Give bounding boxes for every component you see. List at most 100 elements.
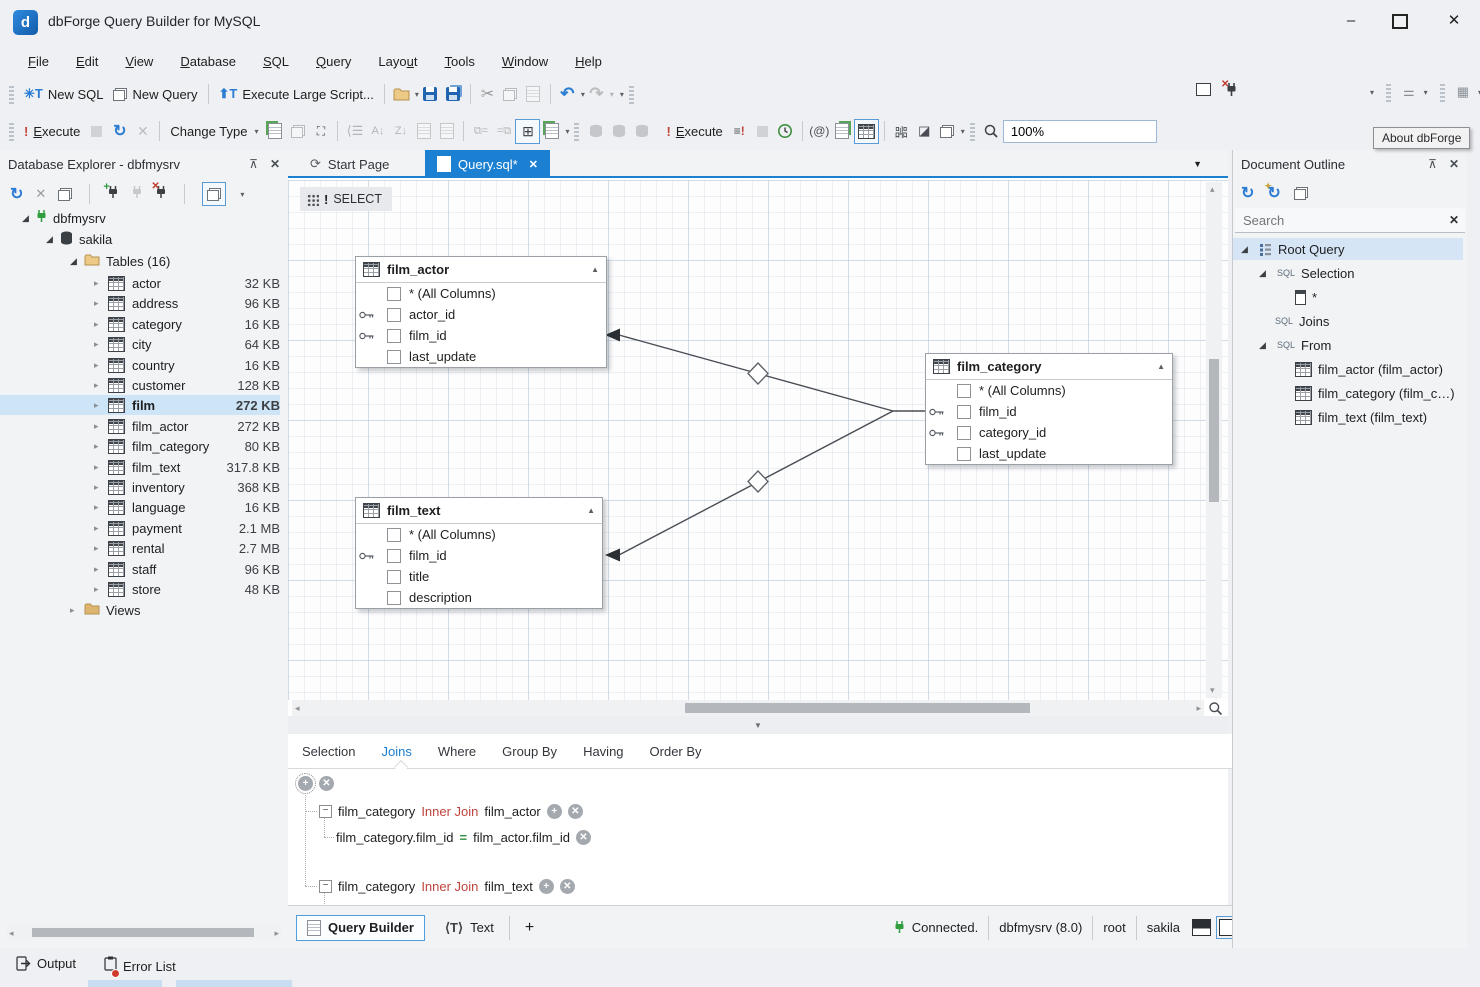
theme-toggle-icon[interactable]: [1192, 919, 1211, 936]
disconnect-icon[interactable]: ✕: [1221, 79, 1238, 102]
explorer-overflow[interactable]: ▾: [240, 189, 245, 199]
tree-views-folder[interactable]: ▸ Views: [70, 602, 141, 618]
unlink-button[interactable]: =⧉: [496, 124, 512, 137]
overflow-chevron[interactable]: ▾: [960, 126, 965, 136]
link-button[interactable]: ⧉=: [473, 124, 489, 137]
results-pane-button[interactable]: [286, 120, 309, 143]
tree-server[interactable]: ◢ dbfmysrv: [22, 210, 106, 226]
column-checkbox[interactable]: [387, 307, 401, 322]
windows-icon[interactable]: [1293, 186, 1308, 200]
history-button[interactable]: [774, 120, 797, 143]
undo-button[interactable]: ↶: [556, 83, 579, 106]
stop-button[interactable]: [85, 120, 108, 143]
overflow-chevron[interactable]: ▾: [565, 126, 570, 136]
tab-where[interactable]: Where: [437, 743, 477, 759]
column-row[interactable]: description: [356, 587, 602, 608]
column-row[interactable]: last_update: [356, 346, 606, 367]
diagram-table-film-actor[interactable]: film_actor▲ * (All Columns) actor_id fil…: [355, 256, 607, 368]
outline-from-item[interactable]: film_category (film_c…): [1233, 382, 1455, 404]
add-table-button[interactable]: [853, 118, 879, 144]
column-checkbox[interactable]: [957, 425, 971, 440]
remove-join-button[interactable]: ✕: [319, 776, 334, 791]
connect-icon[interactable]: [131, 185, 143, 204]
undo-dropdown[interactable]: ▾: [580, 89, 585, 99]
diagram-table-film-category[interactable]: film_category▲ * (All Columns) film_id c…: [925, 353, 1173, 465]
column-checkbox[interactable]: [387, 590, 401, 605]
remove-join-button[interactable]: ✕: [559, 879, 575, 894]
status-server[interactable]: dbfmysrv (8.0): [999, 920, 1083, 935]
overflow-chevron[interactable]: ▾: [1477, 87, 1480, 97]
show-options-button[interactable]: [202, 182, 227, 206]
column-row[interactable]: actor_id: [356, 304, 606, 325]
tab-having[interactable]: Having: [583, 743, 624, 759]
column-checkbox[interactable]: [387, 286, 401, 301]
scroll-left-arrow[interactable]: ◂: [9, 928, 14, 938]
scroll-right-arrow[interactable]: ▸: [274, 928, 279, 938]
delete-icon[interactable]: ✕: [35, 186, 47, 201]
outline-from-item[interactable]: film_actor (film_actor): [1233, 358, 1443, 380]
close-panel-icon[interactable]: ✕: [269, 157, 280, 171]
outline-root-query[interactable]: ◢ Root Query: [1233, 238, 1463, 260]
collapse-icon[interactable]: ▲: [591, 265, 599, 274]
add-object-button[interactable]: [540, 120, 563, 143]
minimize-button[interactable]: –: [1346, 12, 1356, 29]
menu-view[interactable]: View: [125, 53, 154, 69]
cancel-button[interactable]: ✕: [131, 120, 154, 143]
column-checkbox[interactable]: [387, 527, 401, 542]
column-row[interactable]: film_id: [356, 325, 606, 346]
auto-refresh-icon[interactable]: ↻✦: [1264, 181, 1281, 202]
toolbar-overflow[interactable]: ▾: [619, 89, 624, 99]
stop-query-button[interactable]: [751, 120, 774, 143]
collapse-icon[interactable]: ▲: [587, 506, 595, 515]
cut-button[interactable]: ✂: [476, 83, 499, 106]
column-row[interactable]: * (All Columns): [356, 524, 602, 545]
column-row[interactable]: title: [356, 566, 602, 587]
close-panel-icon[interactable]: ✕: [1448, 157, 1459, 171]
outline-selection[interactable]: ◢ SQL Selection: [1259, 265, 1355, 281]
table-card-header[interactable]: film_category▲: [926, 354, 1172, 380]
column-checkbox[interactable]: [957, 383, 971, 398]
execute-query-button[interactable]: !Execute: [666, 123, 723, 139]
error-list-tab[interactable]: Error List: [104, 956, 176, 978]
remove-join-button[interactable]: ✕: [567, 804, 583, 819]
tree-database[interactable]: ◢ sakila: [46, 231, 113, 247]
email-results-button[interactable]: (@): [809, 124, 830, 138]
refresh-button[interactable]: ↻: [108, 120, 131, 143]
db-refresh-button[interactable]: [607, 120, 630, 143]
new-window-button[interactable]: [263, 120, 286, 143]
collapse-join-icon[interactable]: −: [319, 880, 332, 893]
expander-icon[interactable]: ◢: [1259, 267, 1266, 278]
format-icon[interactable]: ⚌: [1403, 84, 1415, 99]
add-join-button[interactable]: +: [295, 773, 316, 794]
output-tab[interactable]: Output: [16, 956, 76, 971]
outline-joins[interactable]: SQL Joins: [1275, 313, 1330, 329]
column-checkbox[interactable]: [387, 548, 401, 563]
splitter-collapse[interactable]: ▼: [288, 716, 1228, 734]
menu-help[interactable]: Help: [575, 53, 602, 69]
expander-icon[interactable]: ◢: [1259, 339, 1266, 350]
maximize-button[interactable]: [1392, 14, 1408, 29]
open-file-dropdown[interactable]: ▾: [414, 89, 419, 99]
expander-icon[interactable]: ◢: [1241, 243, 1248, 254]
column-row[interactable]: last_update: [926, 443, 1172, 464]
clear-search-icon[interactable]: ✕: [1448, 213, 1459, 227]
new-connection-icon[interactable]: +: [103, 181, 119, 204]
menu-file[interactable]: File: [28, 53, 49, 69]
menu-window[interactable]: Window: [501, 53, 549, 69]
column-row[interactable]: film_id: [926, 401, 1172, 422]
collapse-icon[interactable]: ▲: [1157, 362, 1165, 371]
zoom-corner-button[interactable]: [1204, 698, 1226, 718]
outline-from-item[interactable]: film_text (film_text): [1233, 406, 1427, 428]
canvas-vscrollbar[interactable]: ▴ ▾: [1206, 182, 1222, 698]
column-row[interactable]: category_id: [926, 422, 1172, 443]
table-card-header[interactable]: film_actor▲: [356, 257, 606, 283]
menu-database[interactable]: Database: [180, 53, 236, 69]
menu-query[interactable]: Query: [316, 53, 352, 69]
